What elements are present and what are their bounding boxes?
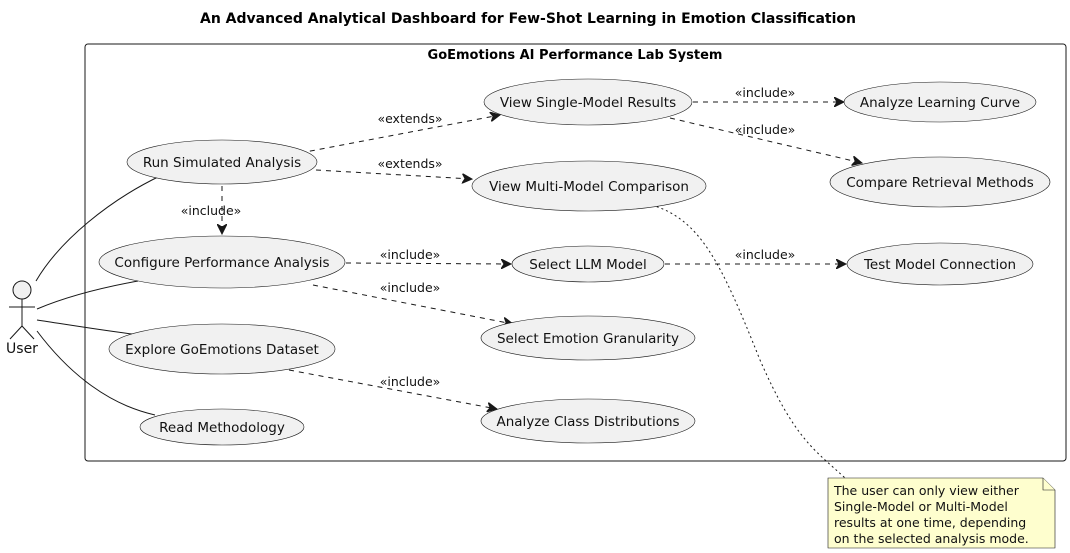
note-connector bbox=[651, 204, 846, 479]
use-case-label: Select Emotion Granularity bbox=[497, 331, 679, 347]
use-case-label: Test Model Connection bbox=[863, 257, 1016, 273]
note-box bbox=[827, 477, 1056, 549]
diagram-title: An Advanced Analytical Dashboard for Few… bbox=[200, 11, 856, 27]
use-case-select-emotion-granularity[interactable]: Select Emotion Granularity bbox=[480, 315, 696, 361]
relation-configure-to-emotion bbox=[312, 284, 513, 324]
relation-label-run-to-configure: «include» bbox=[181, 203, 242, 218]
relation-label-llm-to-test: «include» bbox=[735, 247, 796, 262]
note-fold bbox=[1042, 478, 1055, 491]
use-case-label: Configure Performance Analysis bbox=[114, 255, 329, 271]
relation-label-configure-to-emotion: «include» bbox=[380, 280, 441, 295]
actor-label: User bbox=[6, 341, 38, 357]
use-case-label: Select LLM Model bbox=[529, 257, 646, 273]
association-run-simulated bbox=[35, 175, 161, 282]
use-case-label: Read Methodology bbox=[159, 420, 285, 436]
association-explore bbox=[36, 319, 133, 335]
relation-run-to-multi bbox=[315, 169, 472, 179]
relation-label-run-to-multi: «extends» bbox=[377, 156, 442, 171]
system-name: GoEmotions AI Performance Lab System bbox=[428, 48, 723, 63]
use-case-compare-retrieval-methods[interactable]: Compare Retrieval Methods bbox=[829, 156, 1051, 208]
use-case-view-multi-model[interactable]: View Multi-Model Comparison bbox=[471, 160, 707, 212]
note-line-3: results at one time, depending bbox=[834, 515, 1026, 530]
note-line-1: The user can only view either bbox=[833, 483, 1020, 498]
use-case-explore-dataset[interactable]: Explore GoEmotions Dataset bbox=[108, 323, 336, 375]
use-case-label: Compare Retrieval Methods bbox=[846, 175, 1033, 191]
relation-label-single-to-learning: «include» bbox=[735, 85, 796, 100]
association-configure bbox=[36, 280, 139, 310]
use-case-label: Run Simulated Analysis bbox=[143, 155, 301, 171]
use-case-select-llm[interactable]: Select LLM Model bbox=[511, 245, 665, 283]
use-case-view-single-model[interactable]: View Single-Model Results bbox=[483, 78, 693, 126]
use-case-configure-performance[interactable]: Configure Performance Analysis bbox=[98, 235, 346, 289]
use-case-label: View Single-Model Results bbox=[500, 95, 676, 111]
note-line-4: on the selected analysis mode. bbox=[834, 531, 1029, 546]
actor-left-leg bbox=[9, 325, 23, 340]
use-case-analyze-learning-curve[interactable]: Analyze Learning Curve bbox=[843, 81, 1037, 123]
relation-label-run-to-single: «extends» bbox=[377, 111, 442, 126]
relation-label-configure-to-llm: «include» bbox=[380, 247, 441, 262]
use-case-run-simulated[interactable]: Run Simulated Analysis bbox=[126, 139, 318, 185]
relation-run-to-single bbox=[299, 115, 500, 154]
use-case-label: View Multi-Model Comparison bbox=[489, 179, 689, 195]
use-case-label: Explore GoEmotions Dataset bbox=[125, 342, 319, 358]
use-case-label: Analyze Learning Curve bbox=[860, 95, 1020, 111]
note-line-2: Single-Model or Multi-Model bbox=[834, 499, 1008, 514]
actor-user[interactable]: User bbox=[6, 280, 38, 357]
use-case-label: Analyze Class Distributions bbox=[496, 414, 679, 430]
relation-label-single-to-retrieval: «include» bbox=[735, 122, 796, 137]
actor-head bbox=[12, 280, 32, 300]
actor-right-leg bbox=[21, 325, 35, 340]
use-case-read-methodology[interactable]: Read Methodology bbox=[139, 408, 305, 446]
use-case-analyze-class-distributions[interactable]: Analyze Class Distributions bbox=[480, 398, 696, 444]
relation-single-to-retrieval bbox=[669, 117, 862, 163]
association-read-methodology bbox=[36, 330, 156, 416]
note: The user can only view either Single-Mod… bbox=[827, 477, 1056, 549]
relation-label-explore-to-class: «include» bbox=[380, 374, 441, 389]
relation-configure-to-llm bbox=[345, 263, 511, 264]
use-case-test-model-connection[interactable]: Test Model Connection bbox=[846, 242, 1034, 286]
